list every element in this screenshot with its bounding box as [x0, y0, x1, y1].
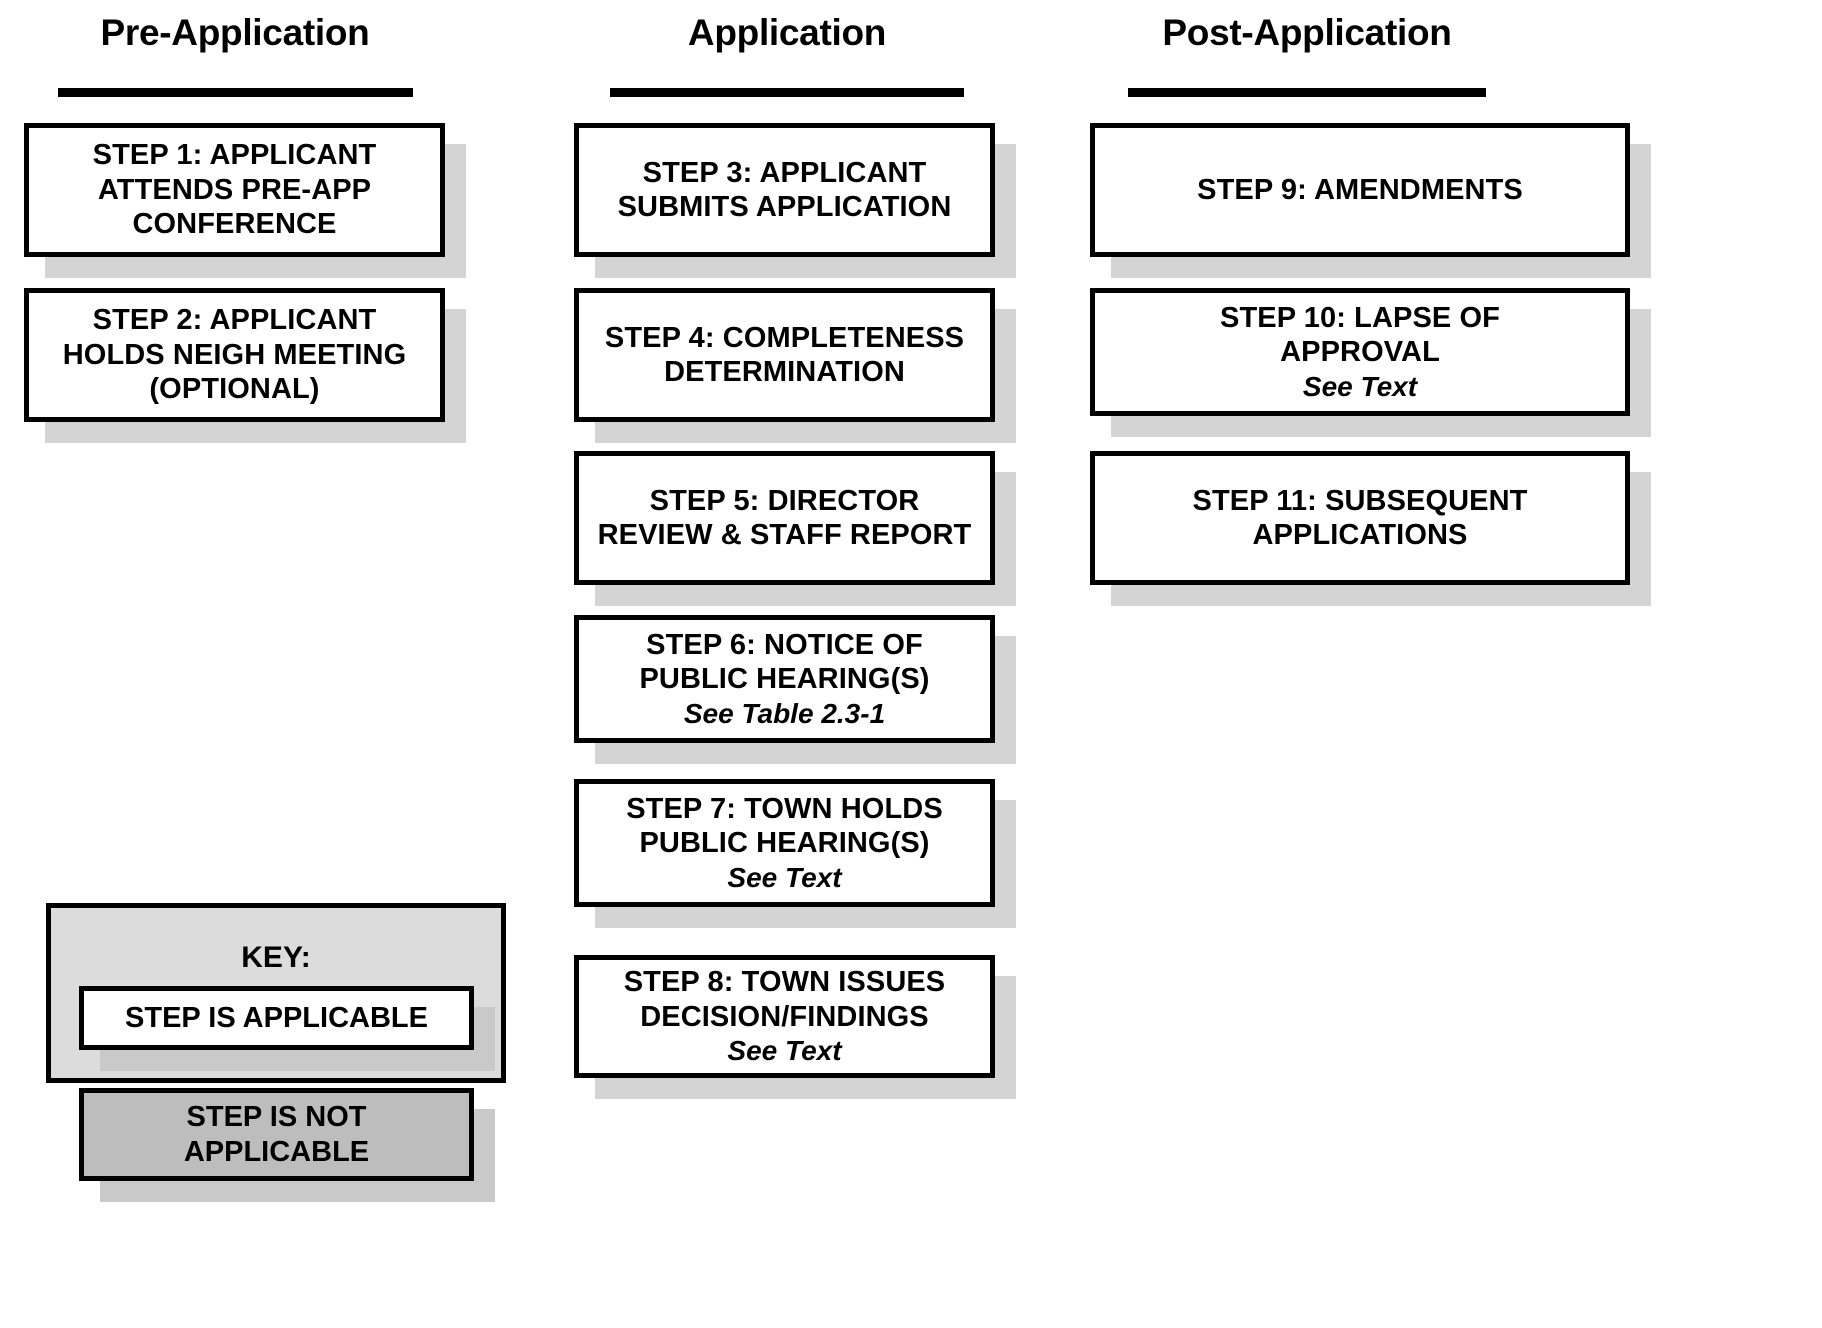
- step-note: See Table 2.3-1: [683, 697, 886, 729]
- step-label-line: STEP 6: NOTICE OF: [646, 628, 923, 661]
- step-label-line: STEP 3: APPLICANT: [642, 156, 927, 189]
- step-label-line: (OPTIONAL): [149, 373, 320, 406]
- step-label-line: PUBLIC HEARING(S): [639, 827, 930, 860]
- column-underline-pre-application: [58, 88, 413, 97]
- step-label-line: STEP 2: APPLICANT: [92, 304, 377, 337]
- step-label-line: SUBMITS APPLICATION: [617, 191, 952, 223]
- column-underline-post-application: [1128, 88, 1486, 97]
- step-label-line: STEP 11: SUBSEQUENT: [1192, 484, 1528, 517]
- column-title-pre-application: Pre-Application: [100, 12, 370, 53]
- column-title-application: Application: [687, 12, 887, 53]
- step-label-line: PUBLIC HEARING(S): [639, 663, 930, 696]
- step-label-line: APPROVAL: [1280, 336, 1440, 369]
- column-title-post-application: Post-Application: [1162, 12, 1452, 53]
- step-label-line: STEP 10: LAPSE OF: [1220, 301, 1500, 334]
- step-note: See Text: [727, 861, 842, 893]
- step-label-line: ATTENDS PRE-APP: [97, 173, 372, 206]
- legend-label-line: STEP IS NOT: [186, 1101, 367, 1133]
- legend-label-line: APPLICABLE: [183, 1135, 370, 1168]
- step-label-line: REVIEW & STAFF REPORT: [597, 519, 972, 551]
- column-underline-application: [610, 88, 964, 97]
- step-note: See Text: [727, 1035, 842, 1067]
- step-label-line: STEP 7: TOWN HOLDS: [626, 792, 943, 825]
- step-node-step-9: STEP 9: AMENDMENTS: [1090, 123, 1651, 278]
- legend-swatch-key-applicable: STEP IS APPLICABLE: [79, 986, 474, 1050]
- step-label-line: STEP 5: DIRECTOR: [649, 484, 920, 517]
- step-label-line: DETERMINATION: [664, 356, 905, 388]
- step-label-line: APPLICATIONS: [1252, 519, 1468, 551]
- step-box-step-9[interactable]: STEP 9: AMENDMENTS: [1090, 123, 1630, 257]
- step-label-line: DECISION/FINDINGS: [640, 1000, 929, 1033]
- legend-label-line: STEP IS APPLICABLE: [125, 1001, 428, 1034]
- legend-title: KEY:: [241, 941, 311, 974]
- step-note: See Text: [1302, 370, 1418, 402]
- step-label-line: HOLDS NEIGH MEETING: [62, 338, 407, 371]
- legend-item-key-applicable: STEP IS APPLICABLE: [79, 986, 495, 1071]
- step-label-line: CONFERENCE: [132, 208, 337, 241]
- step-label-line: STEP 8: TOWN ISSUES: [623, 966, 946, 999]
- step-label-line: STEP 4: COMPLETENESS: [604, 321, 965, 354]
- step-label-line: STEP 9: AMENDMENTS: [1197, 173, 1523, 206]
- step-label-line: STEP 1: APPLICANT: [92, 139, 377, 172]
